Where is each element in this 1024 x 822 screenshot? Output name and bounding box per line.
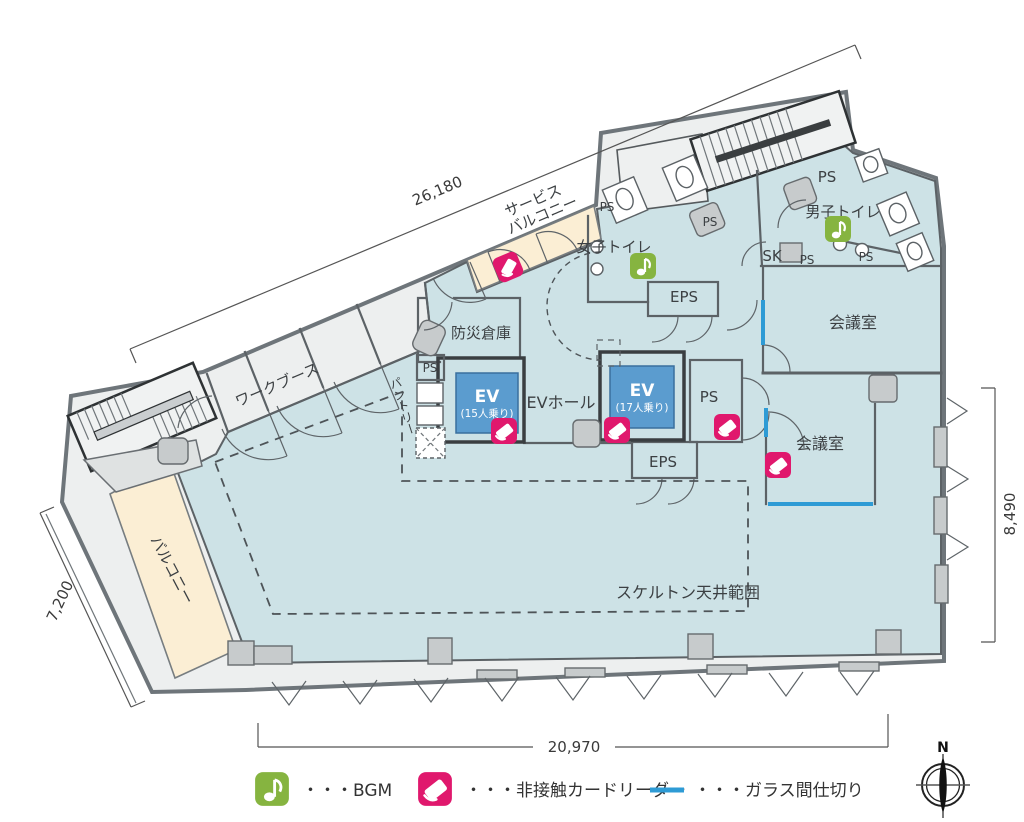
eps-label-upper: EPS (670, 288, 698, 306)
glass-partitions (761, 300, 873, 506)
compass-north-label: N (937, 740, 949, 756)
elevator-17-capacity: (17人乗り) (615, 402, 668, 414)
site-boundary-line (45, 513, 137, 704)
elevator-15-label: EV (475, 387, 501, 407)
bgm-icon (628, 251, 658, 281)
women-toilet-label: 女子トイレ (576, 238, 651, 256)
legend-glass-partition-label: ・・・ガラス間仕切り (694, 781, 864, 801)
eps-label-center: EPS (649, 453, 677, 471)
stairs-west (66, 361, 218, 473)
columns (227, 374, 949, 680)
legend-bgm-label: ・・・BGM (302, 781, 392, 801)
bgm-icon (253, 770, 291, 808)
pantry-units (412, 319, 446, 459)
bgm-icon (823, 214, 853, 244)
card-reader-icon (764, 451, 792, 479)
men-toilet-label: 男子トイレ (805, 203, 880, 221)
meeting-room-lower-label: 会議室 (796, 434, 844, 453)
dimension-right: 8,490 (1001, 493, 1019, 536)
legend-card-reader-label: ・・・非接触カードリーダー (465, 781, 686, 801)
dimension-left: 7,200 (43, 578, 77, 625)
skeleton-ceiling-label: スケルトン天井範囲 (616, 583, 760, 602)
skeleton-ceiling-outline (214, 390, 749, 615)
ps-label-men-s1: PS (800, 253, 815, 267)
ps-label-women-nw: PS (600, 200, 615, 214)
meeting-room-upper-label: 会議室 (829, 313, 877, 332)
card-reader-icon (416, 770, 454, 808)
compass: N (916, 740, 970, 818)
dimension-bottom: 20,970 (548, 738, 601, 756)
ps-label-women-e: PS (703, 215, 718, 229)
sink-unit (157, 437, 189, 465)
card-reader-icon (713, 413, 741, 441)
card-reader-icon (603, 416, 631, 444)
ps-label-ev: PS (700, 388, 719, 406)
dimension-top: 26,180 (410, 172, 465, 209)
card-reader-icon (490, 417, 518, 445)
ps-label-men-s2: PS (859, 250, 874, 264)
ev-hall-label: EVホール (526, 393, 595, 412)
legend: ・・・BGM ・・・非接触カードリーダー ・・・ガラス間仕切り (253, 770, 864, 808)
west-vestibule (82, 437, 203, 493)
ps-label-pantry: PS (423, 361, 438, 375)
compass-needle (939, 757, 947, 813)
sk-sink (779, 242, 803, 263)
disaster-storage-label: 防災倉庫 (451, 324, 511, 342)
sk-label: SK (762, 247, 783, 265)
ps-label-men-nw: PS (818, 168, 837, 186)
elevator-17-label: EV (630, 381, 656, 401)
toilet-fixtures (590, 147, 935, 276)
elevator-15-capacity: (15人乗り) (460, 408, 513, 420)
window-swings (271, 397, 970, 707)
